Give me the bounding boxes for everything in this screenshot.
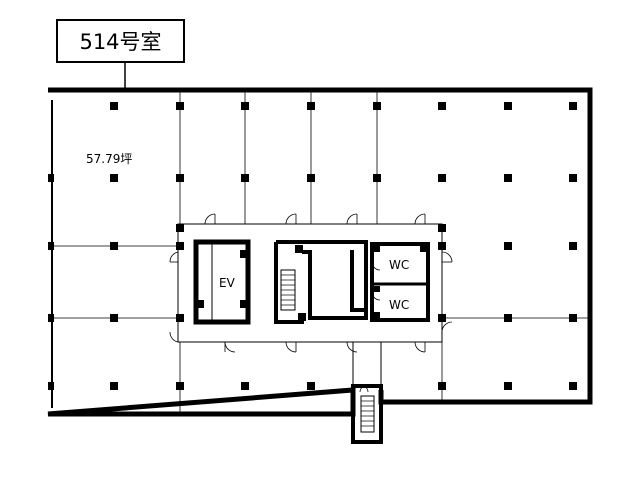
columns [48, 102, 577, 390]
grid-lines [50, 92, 588, 412]
restroom-label-lower: WC [389, 298, 410, 312]
area-label: 57.79坪 [86, 152, 133, 166]
corridor-walls [352, 342, 382, 390]
restroom-blocks [370, 242, 430, 322]
room-number-label: 514号室 [56, 19, 185, 63]
elevator-block [193, 239, 251, 325]
exit-stairs [351, 384, 383, 444]
core-area [177, 223, 443, 343]
door-swings [169, 213, 453, 353]
core-stairs [274, 240, 368, 324]
outer-wall [47, 87, 593, 417]
restroom-label-upper: WC [389, 258, 410, 272]
elevator-label: EV [219, 276, 235, 290]
